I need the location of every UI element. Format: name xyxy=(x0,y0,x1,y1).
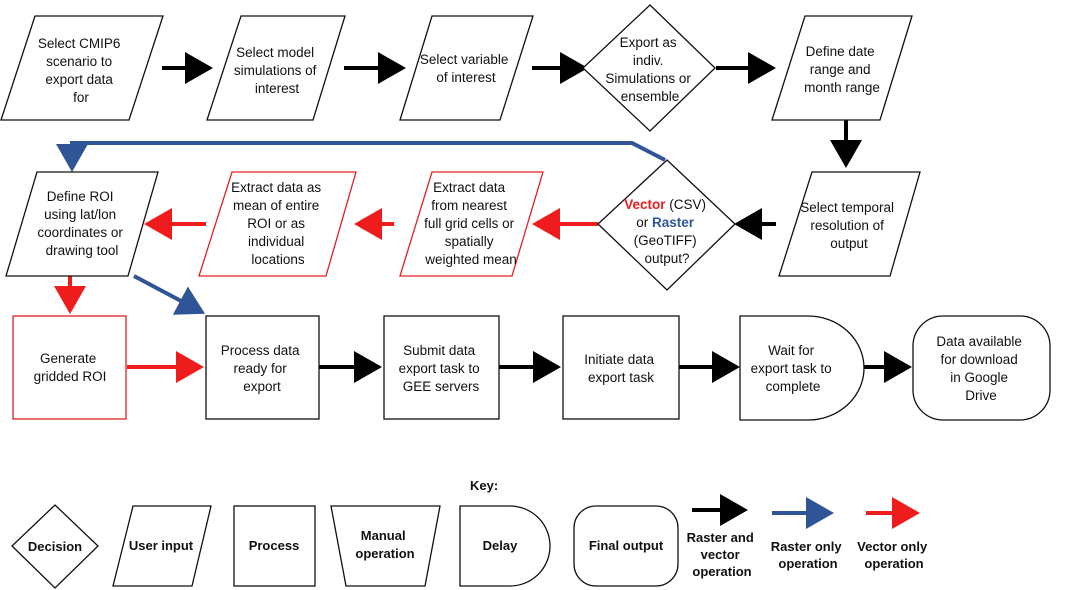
svg-text:Vector (CSV) or Raster: Vector (CSV) or Raster (GeoTIFF) output? xyxy=(624,197,710,266)
connectors xyxy=(54,52,912,383)
node-initiate-task: Initiate data export task xyxy=(562,315,680,420)
svg-text:Raster and vector: Raster and vector operation xyxy=(687,530,758,579)
node-wait-task: Wait for export task to complete xyxy=(739,315,865,421)
svg-text:Define ROI using lat/lon: Define ROI using lat/lon coordinates or … xyxy=(37,189,126,258)
node-extract-mean: Extract data as mean of entire ROI or as… xyxy=(198,171,357,277)
node-date-range: Define date range and month range xyxy=(771,15,913,121)
svg-text:Process: Process xyxy=(249,538,300,553)
node-define-roi: Define ROI using lat/lon coordinates or … xyxy=(5,171,159,277)
arrow-raster-to-roi xyxy=(56,141,666,172)
svg-text:Extract data as mean of: Extract data as mean of entire ROI or as… xyxy=(231,180,325,267)
svg-text:Manual operation: Manual operation xyxy=(355,528,414,561)
svg-text:Wait for export task to: Wait for export task to complete xyxy=(751,343,836,394)
raster-label: Raster xyxy=(652,215,695,230)
node-export-decision: Export as indiv. Simulations or ensemble xyxy=(582,4,716,132)
svg-text:Vector only operation: Vector only operation xyxy=(857,539,931,571)
legend-manual: Manual operation xyxy=(330,505,441,587)
svg-text:Select CMIP6 scenario to: Select CMIP6 scenario to export data for xyxy=(38,36,124,105)
svg-text:Delay: Delay xyxy=(483,538,518,553)
svg-text:Select temporal resoluti: Select temporal resolution of output xyxy=(800,200,898,251)
node-temporal-resolution: Select temporal resolution of output xyxy=(778,171,921,277)
svg-text:Submit data export task: Submit data export task to GEE servers xyxy=(399,343,484,394)
legend-final-output: Final output xyxy=(573,505,679,587)
node-select-scenario: Select CMIP6 scenario to export data for xyxy=(0,15,164,121)
svg-text:Initiate data export tas: Initiate data export task xyxy=(584,352,658,385)
legend-decision: Decision xyxy=(11,504,99,589)
vector-label: Vector xyxy=(624,197,666,212)
svg-text:Raster only operation: Raster only operation xyxy=(771,539,845,571)
svg-text:Process data ready for: Process data ready for export xyxy=(221,343,304,394)
legend-title: Key: xyxy=(470,478,498,493)
legend-process: Process xyxy=(233,505,316,587)
svg-text:Define date range and: Define date range and month range xyxy=(804,44,880,95)
svg-text:Data available for downl: Data available for download in Google Dr… xyxy=(936,334,1025,403)
svg-text:Final output: Final output xyxy=(589,538,664,553)
legend-user-input: User input xyxy=(112,505,212,587)
arrow-roi-to-process xyxy=(133,274,206,315)
svg-text:Generate gridded ROI: Generate gridded ROI xyxy=(34,351,107,384)
node-gridded-roi: Generate gridded ROI xyxy=(12,315,127,420)
svg-text:Select variable of inter: Select variable of interest xyxy=(420,52,512,85)
legend-delay: Delay xyxy=(459,505,551,587)
svg-text:Decision: Decision xyxy=(28,539,82,554)
node-extract-nearest: Extract data from nearest full grid cell… xyxy=(399,171,544,277)
node-select-models: Select model simulations of interest xyxy=(206,15,346,121)
svg-text:Export as indiv. S: Export as indiv. Simulations or ensemble xyxy=(605,35,694,104)
legend: Key: Decision User input Process Manual … xyxy=(11,478,931,589)
svg-text:Select model simulations: Select model simulations of interest xyxy=(234,45,320,96)
svg-text:Extract data from neares: Extract data from nearest full grid cell… xyxy=(424,180,518,267)
node-final-output: Data available for download in Google Dr… xyxy=(912,315,1051,421)
svg-text:User input: User input xyxy=(129,538,194,553)
node-select-variable: Select variable of interest xyxy=(399,15,534,121)
node-process-data: Process data ready for export xyxy=(205,315,320,420)
legend-both-operation: Raster and vector operation xyxy=(687,494,758,579)
node-submit-task: Submit data export task to GEE servers xyxy=(383,315,500,420)
node-format-decision: Vector (CSV) or Raster (GeoTIFF) output? xyxy=(597,159,736,291)
legend-vector-operation: Vector only operation xyxy=(857,497,931,571)
legend-raster-operation: Raster only operation xyxy=(771,497,845,571)
